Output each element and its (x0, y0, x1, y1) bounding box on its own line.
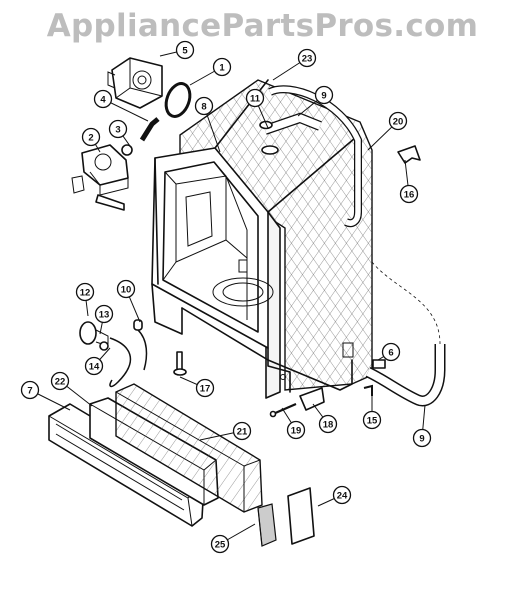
callout-number: 19 (291, 425, 302, 436)
callout-bubble (332, 485, 352, 505)
callout-c8: 8 (194, 96, 221, 153)
callout-c22: 22 (50, 371, 93, 407)
callout-number: 17 (200, 383, 211, 394)
callout-bubble (94, 304, 114, 324)
mount-bracket (269, 384, 373, 418)
leveling-leg (173, 351, 187, 376)
callout-bubble (194, 96, 214, 116)
bracket-part (397, 145, 421, 164)
callout-c25: 25 (210, 523, 256, 554)
callout-c12: 12 (75, 282, 95, 317)
callout-number: 23 (302, 53, 313, 64)
callout-bubble (388, 111, 408, 131)
callout-bubble (212, 57, 232, 77)
callout-number: 13 (99, 309, 110, 320)
callout-number: 24 (337, 490, 348, 501)
heater-terminal (79, 319, 148, 388)
callout-number: 15 (367, 415, 378, 426)
toe-panel (48, 403, 205, 527)
callout-bubble (318, 414, 338, 434)
callout-number: 10 (121, 284, 132, 295)
callout-number: 5 (182, 45, 188, 56)
callout-bubble (175, 40, 195, 60)
drain-hose (365, 261, 446, 407)
callout-number: 1 (219, 62, 225, 73)
callout-number: 21 (237, 426, 248, 437)
callout-c6: 6 (377, 342, 401, 362)
callout-c24: 24 (317, 485, 352, 507)
callout-number: 3 (115, 124, 120, 135)
tub (151, 79, 356, 399)
callout-c19: 19 (281, 407, 306, 440)
callout-number: 16 (404, 189, 415, 200)
callout-number: 20 (393, 116, 404, 127)
callout-bubble (75, 282, 95, 302)
pad-sheet (287, 487, 315, 545)
callout-bubble (286, 420, 306, 440)
foam-pad (257, 503, 277, 547)
callout-c10: 10 (116, 279, 141, 323)
pump-housing (107, 57, 163, 109)
callout-bubble (412, 428, 432, 448)
callout-bubble (93, 89, 113, 109)
callout-c20: 20 (367, 111, 408, 151)
small-hose (139, 117, 160, 142)
callout-c18: 18 (312, 403, 338, 434)
callout-c9a: 9 (297, 85, 334, 117)
callout-number: 8 (201, 101, 206, 112)
callout-number: 9 (321, 90, 326, 101)
callout-c17: 17 (179, 376, 215, 398)
callout-number: 11 (250, 93, 261, 104)
callout-c4: 4 (93, 89, 149, 122)
callout-number: 9 (419, 433, 424, 444)
callout-c9b: 9 (412, 404, 432, 448)
callout-bubble (381, 342, 401, 362)
callout-bubble (297, 48, 317, 68)
gasket-ring (164, 82, 192, 118)
callout-c15: 15 (362, 385, 382, 430)
callout-number: 12 (80, 287, 91, 298)
callout-c1: 1 (189, 57, 232, 86)
callout-bubble (108, 119, 128, 139)
callout-bubble (20, 380, 40, 400)
callout-bubble (232, 421, 252, 441)
callout-c16: 16 (399, 159, 419, 204)
callout-layer: 1234567899101112131415161718192021222324… (20, 40, 432, 554)
callout-bubble (116, 279, 136, 299)
callout-number: 14 (89, 361, 100, 372)
callout-bubble (314, 85, 334, 105)
callout-number: 2 (88, 132, 93, 143)
callout-c11: 11 (245, 88, 269, 129)
callout-c5: 5 (159, 40, 195, 60)
vent-hose (259, 112, 322, 155)
callout-bubble (84, 356, 104, 376)
callout-number: 4 (100, 94, 106, 105)
access-panel (115, 383, 263, 513)
callout-c14: 14 (84, 347, 111, 376)
callout-bubble (81, 127, 101, 147)
callout-bubble (245, 88, 265, 108)
callout-bubble (210, 534, 230, 554)
callout-bubble (362, 410, 382, 430)
watermark-text: AppliancePartsPros.com (46, 8, 479, 44)
callout-number: 6 (388, 347, 393, 358)
callout-number: 25 (215, 539, 226, 550)
hose-assembly (268, 85, 362, 228)
callout-bubble (399, 184, 419, 204)
callout-number: 7 (27, 385, 32, 396)
callout-c3: 3 (108, 119, 131, 147)
callout-bubble (50, 371, 70, 391)
callout-number: 22 (55, 376, 66, 387)
water-valve (71, 144, 133, 211)
callout-number: 18 (323, 419, 334, 430)
callout-c21: 21 (199, 421, 252, 441)
callout-c2: 2 (81, 127, 101, 153)
callout-bubble (195, 378, 215, 398)
callout-c13: 13 (94, 304, 114, 335)
callout-c7: 7 (20, 380, 71, 411)
callout-c23: 23 (272, 48, 317, 81)
